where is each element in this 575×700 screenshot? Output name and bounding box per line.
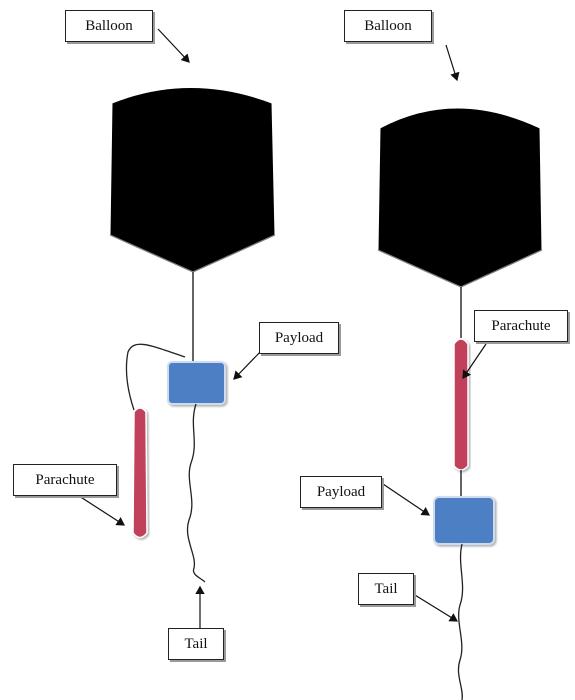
left-payload-callout-arrow [233, 348, 264, 380]
right-tail-line [457, 543, 464, 700]
left-tail-label: Tail [168, 628, 224, 660]
right-payload-callout-arrow [382, 483, 430, 516]
left-parachute-body [132, 407, 148, 539]
left-payload-label: Payload [259, 322, 339, 354]
right-tail-callout-arrow [409, 591, 459, 622]
left-parachute-label: Parachute [13, 464, 117, 496]
left-balloon-label: Balloon [65, 10, 153, 42]
left-parachute-line [125, 343, 186, 411]
left-payload-box [167, 361, 226, 405]
right-payload-label: Payload [300, 476, 382, 508]
right-parachute-callout-arrow [462, 343, 487, 379]
right-balloon-callout-arrow [445, 44, 460, 82]
left-configuration [75, 28, 276, 628]
right-parachute-label: Parachute [474, 310, 568, 342]
right-parachute-body [453, 338, 469, 471]
right-balloon-label: Balloon [344, 10, 432, 42]
left-tail-line [186, 403, 206, 583]
left-balloon-shape [109, 87, 276, 273]
right-configuration [377, 44, 543, 700]
left-parachute-callout-arrow [75, 493, 126, 526]
right-tail-label: Tail [358, 573, 414, 605]
right-balloon-shape [377, 107, 543, 288]
left-balloon-callout-arrow [157, 28, 190, 63]
right-payload-box [433, 496, 495, 545]
